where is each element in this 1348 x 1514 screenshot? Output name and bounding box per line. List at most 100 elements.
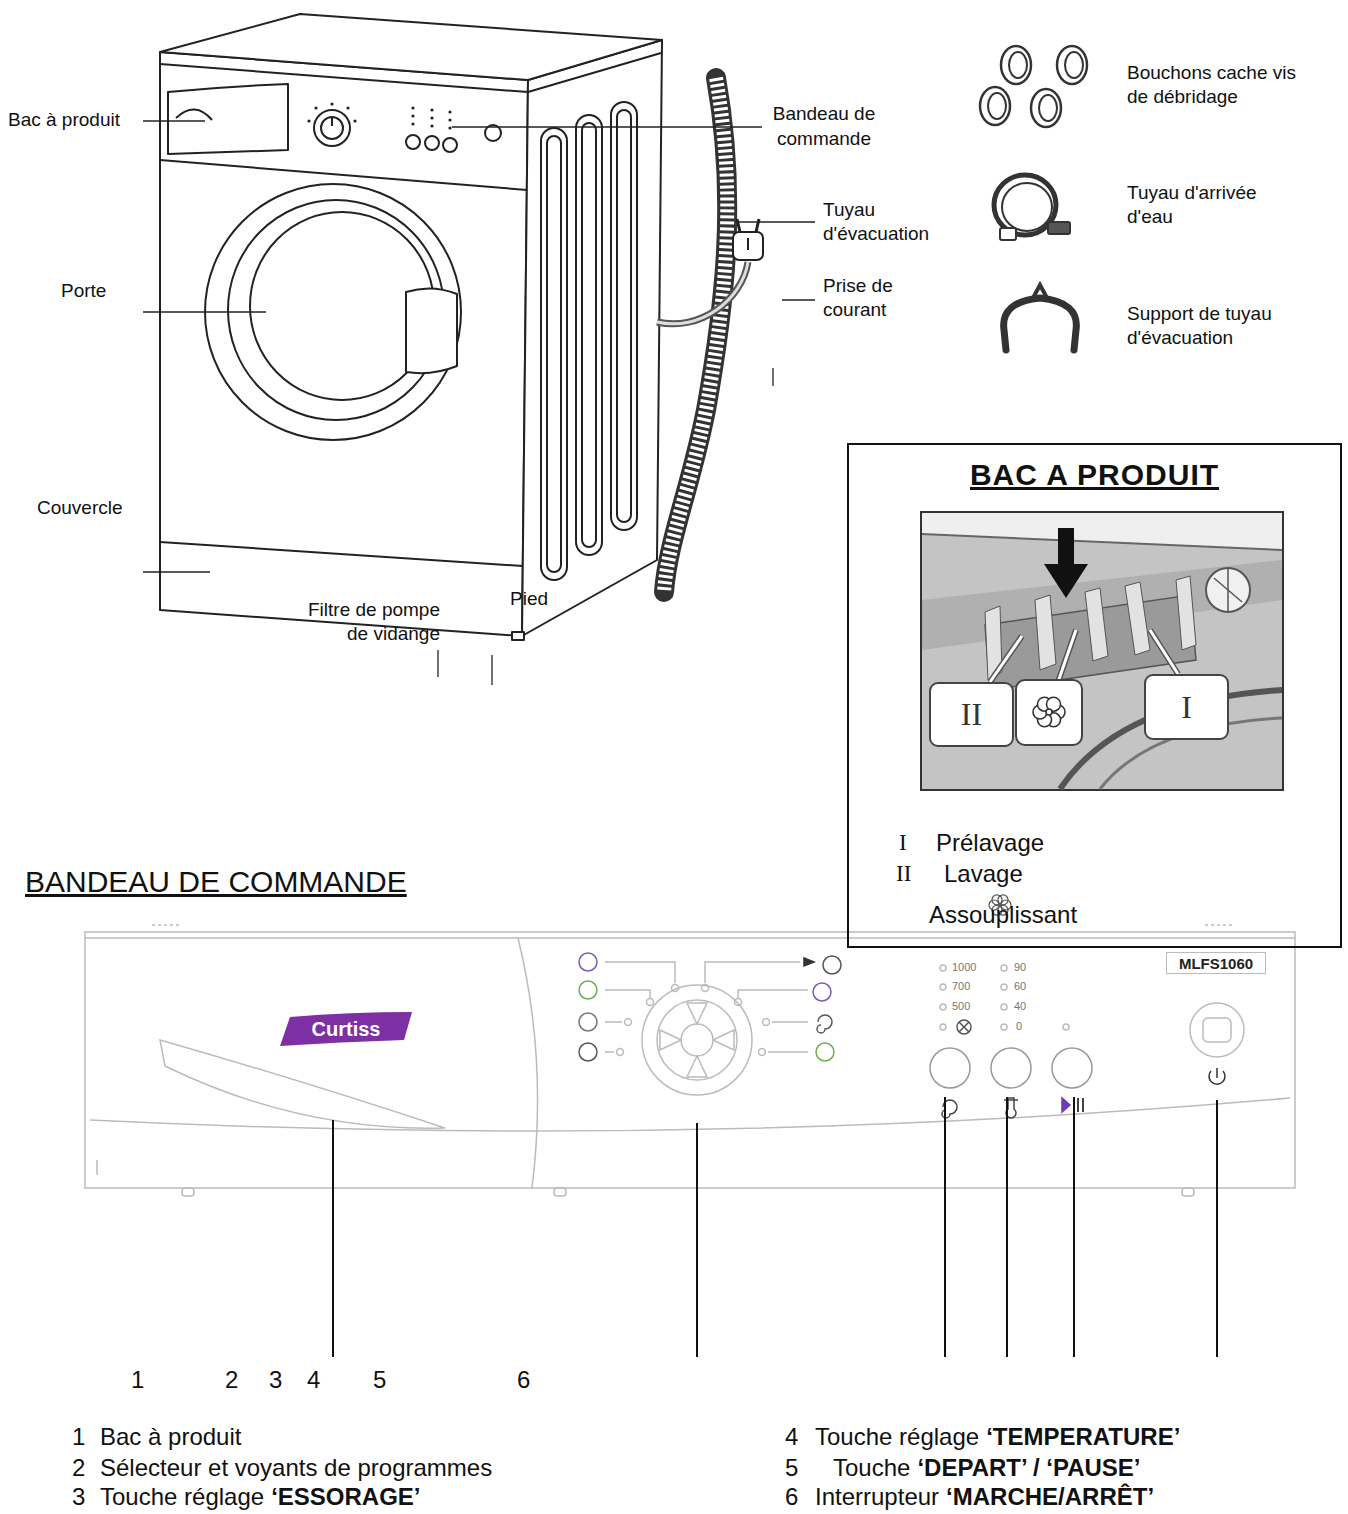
list-row: 3Touche réglage‘ESSORAGE’ [72,1483,421,1511]
machine-top [922,513,1282,550]
callout-number: 4 [307,1366,320,1394]
list-text: Sélecteur et voyants de programmes [100,1454,492,1482]
setting-led [1063,1024,1069,1030]
dot [346,106,349,109]
callout-line [1073,1097,1075,1357]
panel-edge [85,937,1295,939]
panel-foot [554,1188,566,1196]
callout-label: Tuyau d'évacuation [823,198,948,246]
pause-icon [1077,1098,1079,1112]
list-number: 1 [72,1423,100,1451]
dot [330,102,333,105]
compartment-name: Lavage [944,860,1023,888]
compartment-callout: I [1144,674,1229,740]
callout-label: Prise de courant [823,274,918,322]
spin-speed: 1000 [952,961,976,974]
dot [307,119,310,122]
dot [448,110,451,113]
hose-ribs [664,78,727,592]
knob [1206,568,1250,612]
panel-mark [152,924,180,926]
program-arrow [804,958,814,966]
leader-line [437,650,438,677]
drawer-front [168,84,288,154]
power-switch [1203,1018,1231,1042]
drawer-handle [176,109,212,120]
pointer [1058,630,1076,682]
power-cord [657,262,748,324]
dot [430,124,433,127]
side-groove [611,102,637,530]
callout-line [1216,1100,1218,1357]
setting-led [940,984,946,990]
cover-edge [160,542,523,566]
program-led [672,985,679,992]
program-led [763,1019,770,1026]
setting-led [940,1004,946,1010]
callout-line [696,1123,698,1357]
callout-number: 1 [131,1366,144,1394]
list-text: Interrupteur [815,1483,939,1511]
callout-label: Filtre de pompe de vidange [284,598,440,646]
dot [353,119,356,122]
door-handle [406,288,457,373]
spin-button [930,1048,970,1088]
pointer [990,636,1022,682]
machine-foot [512,632,524,640]
callout-label: Couvercle [37,496,123,520]
machine-side [522,40,662,636]
power-cord [657,262,748,324]
setting-led [1001,984,1007,990]
compartment-callout: II [929,682,1014,747]
callout-lines [333,1097,1217,1357]
list-row: 5Touche‘DEPART’ / ‘PAUSE’ [785,1454,1141,1482]
dot [411,114,414,117]
side-groove [547,136,561,572]
power-switch [1190,1003,1244,1057]
drawer-photo [921,512,1283,915]
list-text: Bac à produit [100,1423,241,1451]
side-groove [576,115,602,555]
screw-cap [1009,52,1027,78]
drain-hose [664,78,727,592]
callout-label: Pied [510,587,548,611]
play-icon [1062,1098,1070,1112]
callout-line [944,1097,946,1357]
pointer [1150,630,1178,674]
plug-pin [737,219,740,232]
drawer-edge [96,1160,98,1175]
flower-center [1046,709,1052,715]
program-led [735,999,742,1006]
callout-number: 2 [225,1366,238,1394]
edge [922,534,1282,550]
machine-front [160,52,528,636]
dot [430,108,433,111]
plug-pin [756,219,759,232]
program-selector [642,985,752,1095]
logo-shape [280,1012,412,1046]
setting-led [1001,1004,1007,1010]
program-line [605,962,675,983]
temperature-value: 60 [1014,980,1026,993]
selector-grip [660,1003,734,1077]
leader-lines [143,121,815,685]
panel-curve [90,1098,1290,1131]
list-text: ‘DEPART’ / ‘PAUSE’ [917,1454,1140,1482]
callout-line [332,1120,334,1357]
compartment-name: Prélavage [936,829,1044,857]
brand-name: Curtiss [280,1012,412,1046]
program-line [605,990,650,998]
spin-speed: 500 [952,1000,970,1013]
list-number: 3 [72,1483,100,1511]
panel-foot [182,1188,194,1196]
accessories [980,46,1087,350]
section-heading: BANDEAU DE COMMANDE [25,864,407,900]
temperature-button [991,1048,1031,1088]
tray-wall [1085,588,1108,661]
pointer [990,636,1022,682]
program-led [625,1019,632,1026]
hose-support [1033,285,1047,298]
temperature-value: 90 [1014,961,1026,974]
pause-icon [1082,1098,1084,1112]
list-row: 4Touche réglage‘TEMPERATURE’ [785,1423,1180,1451]
